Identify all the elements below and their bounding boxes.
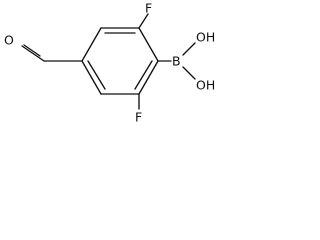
- bond-ring-c3-c4-inner: [134, 60, 153, 90]
- bond-c2-f-top: [138, 13, 149, 29]
- bond-aldehyde-co-2: [23, 44, 41, 57]
- atom-f-bottom: F: [135, 110, 142, 125]
- bond-ring-c2-c3: [138, 27, 159, 62]
- bond-ring-c5-c6: [81, 60, 102, 95]
- atom-oh-top: OH: [196, 30, 215, 45]
- bond-aldehyde-co-1: [21, 45, 45, 62]
- bond-ring-c3-c4: [138, 60, 159, 95]
- atom-boron: B: [172, 54, 181, 69]
- atom-o-aldehyde: O: [4, 33, 14, 48]
- atom-f-top: F: [145, 1, 152, 16]
- benzene-ring: [81, 27, 159, 95]
- bond-boron-oh-top: [182, 42, 196, 56]
- bond-boron-oh-bottom: [182, 66, 196, 80]
- structure-diagram: O F F B OH OH: [4, 1, 215, 125]
- bond-ring-c6-c1: [81, 27, 102, 62]
- atom-oh-bottom: OH: [196, 78, 215, 93]
- bond-ring-c5-c6-inner: [87, 60, 106, 90]
